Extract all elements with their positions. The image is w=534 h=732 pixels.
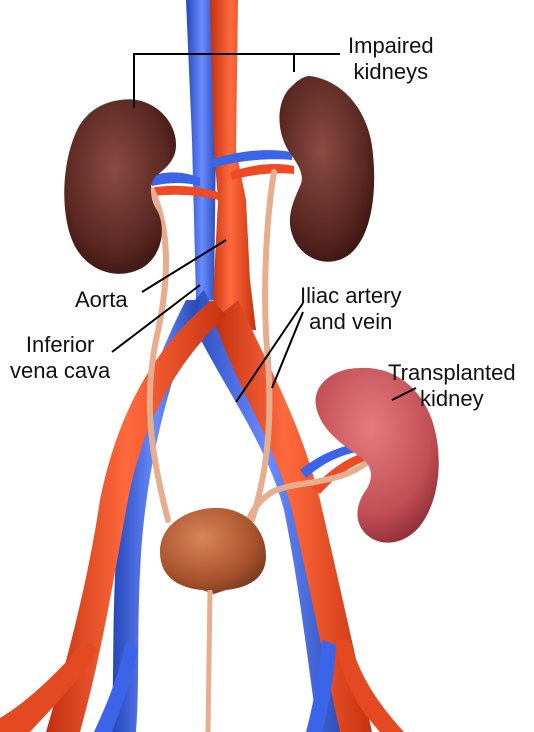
urethra bbox=[208, 590, 210, 732]
label-inferior-vena-cava: Inferior vena cava bbox=[10, 332, 110, 384]
label-transplanted-kidney: Transplanted kidney bbox=[388, 360, 516, 412]
iliac-vein-leader bbox=[272, 312, 303, 388]
label-iliac-artery-and-vein: Iliac artery and vein bbox=[300, 283, 401, 335]
left-impaired-kidney bbox=[64, 99, 176, 274]
right-renal-artery bbox=[230, 164, 294, 180]
label-impaired-kidneys: Impaired kidneys bbox=[348, 33, 434, 85]
bladder bbox=[160, 508, 266, 594]
label-aorta: Aorta bbox=[75, 287, 128, 313]
